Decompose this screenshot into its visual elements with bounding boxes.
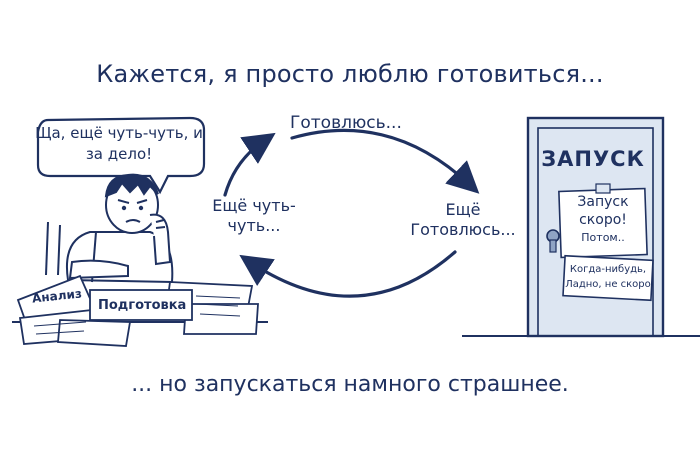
page-title: Кажется, я просто люблю готовиться... — [96, 60, 604, 88]
paper-5 — [57, 319, 132, 347]
arrow-bottom — [239, 250, 457, 298]
speech-bubble-text: Ща, ещё чуть-чуть, и за дело! — [35, 124, 203, 163]
cycle-arrows — [223, 128, 480, 298]
door-note-main: Запуск скоро! — [577, 194, 629, 228]
paper-label-box — [89, 289, 193, 321]
arrow-left-up — [223, 132, 276, 197]
paper-label-preparation: Подготовка — [98, 298, 187, 313]
arrow-top-right — [290, 128, 480, 194]
person — [45, 173, 174, 284]
paper-4 — [183, 303, 259, 335]
door-note-sub: Потом.. — [581, 231, 625, 244]
desk-papers — [12, 274, 268, 347]
door-note-scrawl: Когда-нибудь, Ладно, не скоро — [565, 264, 651, 290]
door-note-2 — [562, 254, 654, 302]
cycle-label-top: Готовлюсь... — [290, 113, 402, 133]
cycle-label-right: Ещё Готовлюсь... — [410, 200, 516, 239]
door — [462, 116, 700, 338]
speech-bubble — [36, 116, 206, 195]
cycle-label-left: Ещё чуть-чуть... — [212, 196, 296, 235]
footer-caption: ... но запускаться намного страшнее. — [131, 372, 569, 397]
door-title: ЗАПУСК — [541, 147, 645, 171]
